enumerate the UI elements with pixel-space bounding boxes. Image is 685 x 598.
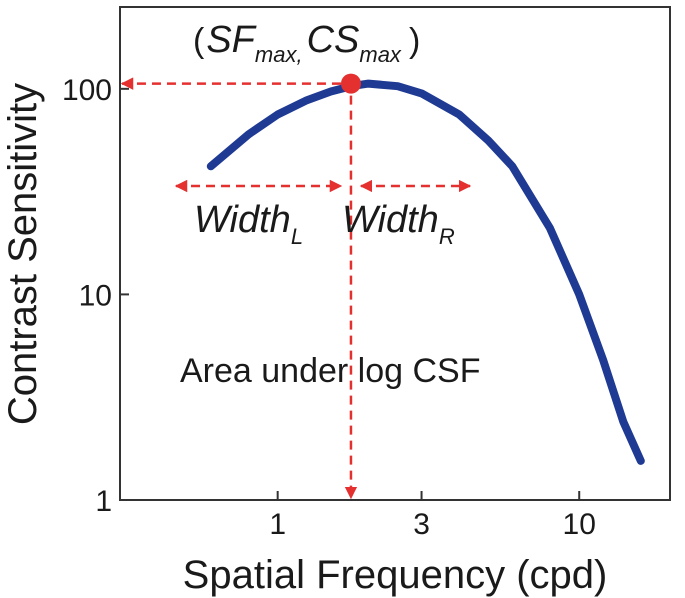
annotation-arrows (120, 77, 472, 500)
y-tick-label-10: 10 (79, 279, 112, 312)
plot-frame (119, 6, 671, 501)
csf-curve (206, 79, 645, 465)
peak-label-open: ( (193, 22, 205, 60)
peak-point (340, 73, 361, 94)
width-right-main: Width (342, 199, 439, 241)
peak-label-cs: CS (307, 19, 360, 61)
x-tick-label-10: 10 (563, 508, 596, 541)
width-left-sub: L (291, 224, 303, 249)
x-tick-label-3: 3 (413, 508, 430, 541)
width-left-label: WidthL (194, 199, 303, 249)
y-ticks: 1 10 100 (62, 74, 129, 518)
x-ticks: 1 3 10 (269, 491, 596, 541)
x-tick-label-1: 1 (269, 508, 286, 541)
peak-label-cs-sub: max (359, 42, 402, 67)
width-right-label: WidthR (342, 199, 455, 249)
y-tick-label-1: 1 (95, 485, 112, 518)
width-left-main: Width (194, 199, 291, 241)
y-axis-label: Contrast Sensitivity (1, 83, 45, 425)
peak-label-close: ) (409, 22, 420, 60)
peak-label: (SFmax,CSmax) (193, 19, 420, 67)
peak-label-sf: SF (206, 19, 256, 61)
width-right-sub: R (439, 224, 455, 249)
peak-label-sf-sub: max, (255, 42, 303, 67)
area-label: Area under log CSF (180, 352, 481, 390)
y-tick-label-100: 100 (62, 74, 112, 107)
x-axis-label: Spatial Frequency (cpd) (183, 553, 608, 597)
